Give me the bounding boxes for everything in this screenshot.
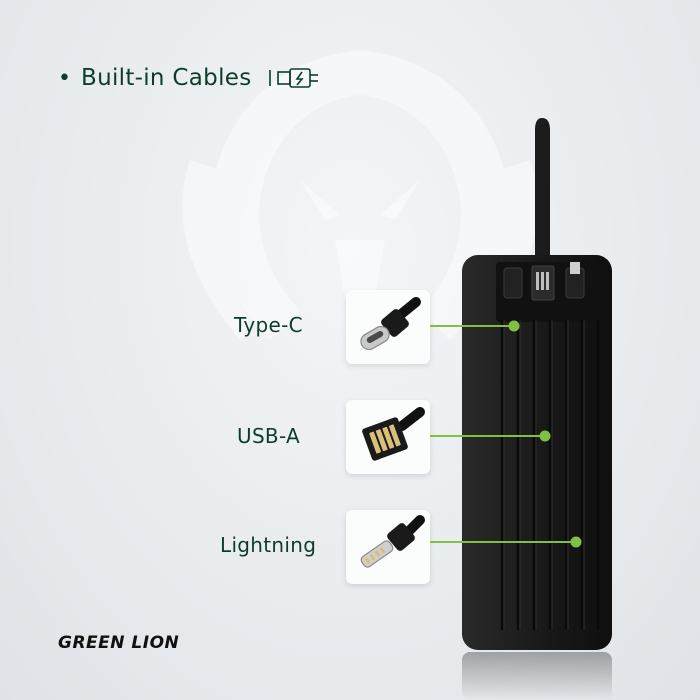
- lightning-connector-icon: [360, 515, 425, 568]
- feature-label-usb-a: USB-A: [237, 424, 301, 448]
- brand-logo: GREEN LION: [58, 633, 180, 653]
- usb-a-connector-icon: [362, 407, 425, 461]
- headline-bullet: •: [58, 65, 71, 91]
- power-bank-image: [462, 118, 612, 700]
- usb-a-thumbnail: [346, 400, 430, 474]
- charging-cable-icon: [268, 68, 318, 88]
- lightning-thumbnail: [346, 510, 430, 584]
- usb-c-connector-icon: [360, 297, 421, 351]
- type-c-thumbnail: [346, 290, 430, 364]
- headline-title: Built-in Cables: [80, 65, 252, 91]
- feature-label-lightning: Lightning: [220, 533, 317, 557]
- feature-label-type-c: Type-C: [234, 313, 303, 337]
- headline: • Built-in Cables: [58, 58, 328, 98]
